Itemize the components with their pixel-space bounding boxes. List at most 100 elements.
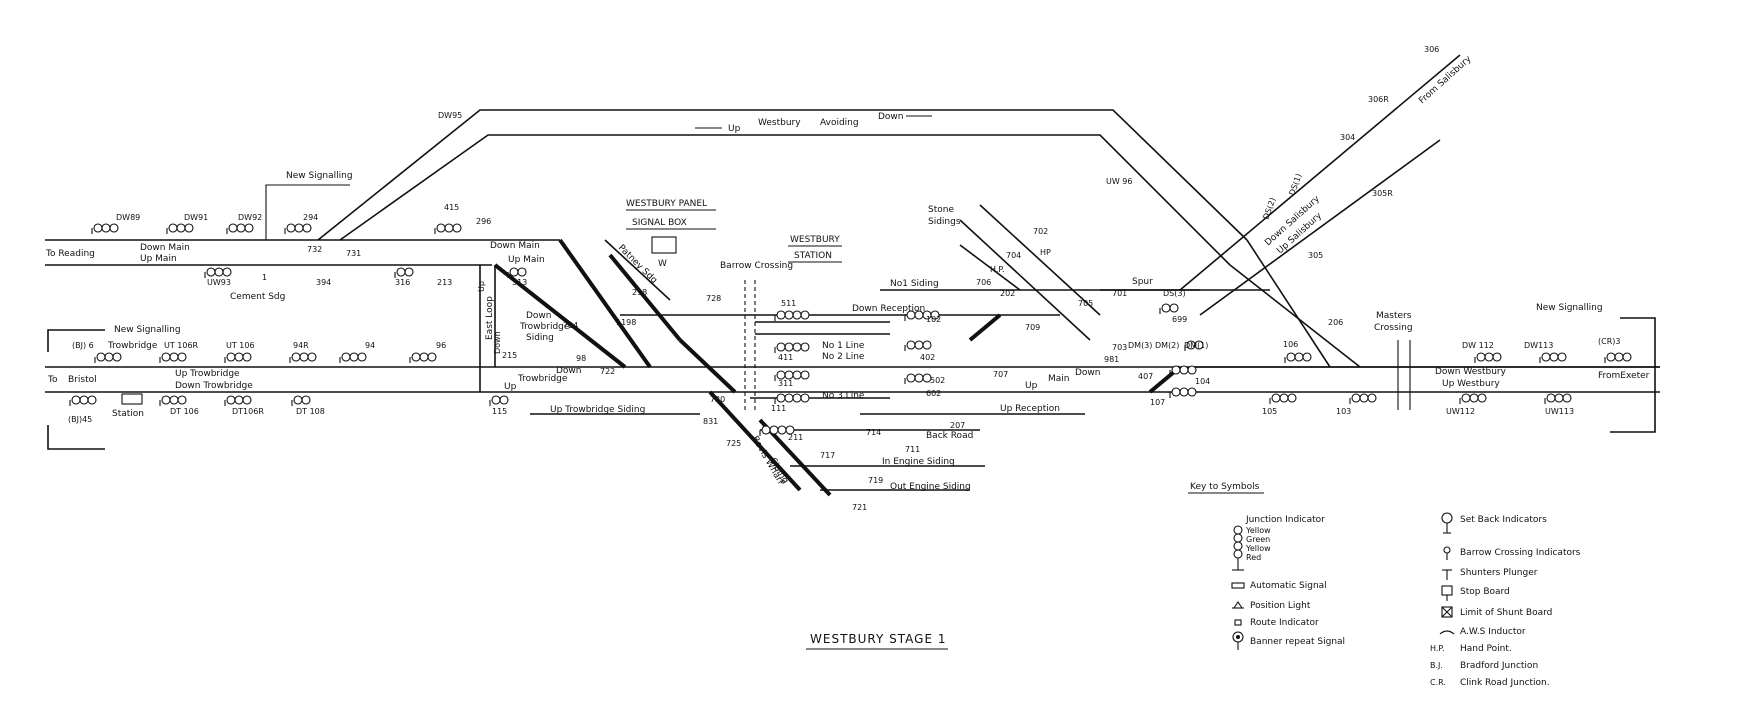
signal-label: 728 [706, 294, 721, 303]
up-salisbury [1199, 139, 1441, 316]
salisbury-exeter-link [1229, 264, 1361, 368]
signal-label: DS(1) [1287, 172, 1303, 196]
signal-label: 104 [1195, 377, 1210, 386]
stone-sidings-label-1: Stone [928, 205, 954, 215]
signal-glyph [1544, 393, 1572, 404]
east-loop-up-label: Up [477, 281, 486, 292]
signal-glyph [1474, 352, 1502, 363]
westbury-avoiding-label-1: Westbury [758, 118, 801, 128]
signal-glyph [226, 223, 254, 234]
signal-glyph [1169, 387, 1197, 398]
main-down-label: Down [1075, 368, 1101, 378]
signal-glyph [1539, 352, 1567, 363]
signal-label: 202 [1000, 289, 1015, 298]
trowbridge-station-label-1: Trowbridge [107, 341, 158, 351]
new-signalling-bracket-1 [265, 184, 350, 240]
no3-line-label: No 3 Line [822, 391, 865, 401]
crossover-a [558, 238, 652, 369]
signal-glyph [1184, 340, 1204, 351]
trowbridge-up-label: Up [504, 382, 517, 392]
trowbridge-station-label-2: Station [112, 409, 144, 419]
signal-label: 1198 [616, 318, 636, 327]
hp-label-1: H.P. [990, 265, 1005, 274]
panel-box-letter: W [658, 259, 667, 269]
key-item: Automatic Signal [1250, 581, 1327, 591]
down-trowbridge-siding-2: Trowbridge [519, 322, 570, 332]
signal-glyph [284, 223, 312, 234]
main-label: Main [1048, 374, 1070, 384]
bristol-label: Bristol [68, 375, 97, 385]
signal-label: 105 [1262, 407, 1277, 416]
key-title: Key to Symbols [1190, 482, 1260, 492]
up-main-west-label: Up Main [140, 254, 177, 264]
signal-label: DM(1) [1184, 341, 1208, 350]
key-abbrev: C.R. [1430, 678, 1446, 687]
signal-label: DT 108 [296, 407, 325, 416]
key-item: Clink Road Junction. [1460, 678, 1550, 688]
signal-label: 714 [866, 428, 881, 437]
up-westbury-label: Up Westbury [1442, 379, 1500, 389]
signal-label: DT 106 [170, 407, 199, 416]
new-signalling-label-2: New Signalling [114, 325, 181, 335]
signal-label: 94R [293, 341, 309, 350]
signal-label: 394 [316, 278, 331, 287]
track-lines [45, 54, 1660, 497]
signal-glyph [774, 342, 810, 353]
key-item: Set Back Indicators [1460, 515, 1547, 525]
signal-label: 707 [993, 370, 1008, 379]
signal-glyph [1284, 352, 1312, 363]
signal-glyph [409, 352, 437, 363]
signal-label: 706 [976, 278, 991, 287]
key-item: A.W.S Inductor [1460, 627, 1526, 637]
signal-label: DT106R [232, 407, 264, 416]
signal-glyph [1604, 352, 1632, 363]
signal-label: UW112 [1446, 407, 1475, 416]
hp-label-2: HP [1040, 248, 1051, 257]
key-abbrev: B.J. [1430, 661, 1443, 670]
signal-glyph [1459, 393, 1487, 404]
signal-label: 213 [437, 278, 452, 287]
signal-glyph [904, 310, 940, 321]
signal-label: 411 [778, 353, 793, 362]
panel-box-icon [651, 236, 677, 254]
signal-label: 316 [395, 278, 410, 287]
signal-label: 215 [502, 351, 517, 360]
avoid-up-label: Up [728, 124, 741, 134]
signal-glyph [774, 393, 810, 404]
signal-label: DW113 [1524, 341, 1553, 350]
signal-label: 306R [1368, 95, 1389, 104]
signal-label: 94 [365, 341, 375, 350]
signal-label: DW95 [438, 111, 462, 120]
to-reading-label: To Reading [45, 249, 95, 259]
no1-siding-label: No1 Siding [890, 279, 939, 289]
signal-glyph [69, 395, 97, 406]
westbury-avoiding-label-2: Avoiding [820, 118, 859, 128]
no2-line-label: No 2 Line [822, 352, 865, 362]
cement-sdg-label: Cement Sdg [230, 292, 285, 302]
no1-line-label: No 1 Line [822, 341, 865, 351]
signal-glyph [289, 352, 317, 363]
signal-label: 311 [778, 379, 793, 388]
signal-label: 207 [950, 421, 965, 430]
down-salisbury [1179, 54, 1461, 291]
signal-label: UT 106 [226, 341, 255, 350]
key-symbols [1231, 512, 1455, 650]
signal-label: 313 [512, 278, 527, 287]
key-item: Limit of Shunt Board [1460, 608, 1552, 618]
signal-label: (CR)3 [1598, 337, 1620, 346]
crossover-b [493, 263, 627, 369]
down-main-mid-label: Down Main [490, 241, 540, 251]
diagram-title: WESTBURY STAGE 1 [810, 632, 946, 646]
signal-label: 719 [868, 476, 883, 485]
masters-crossing-label-1: Masters [1376, 311, 1412, 321]
key-item: Barrow Crossing Indicators [1460, 548, 1581, 558]
signal-label: 703 [1112, 343, 1127, 352]
signal-label: 711 [905, 445, 920, 454]
signal-label: DW 112 [1462, 341, 1494, 350]
avoiding-line-inner [339, 134, 1231, 266]
signal-label: 981 [1104, 355, 1119, 364]
signal-label: 1 [262, 273, 267, 282]
crossover-d [678, 338, 737, 394]
